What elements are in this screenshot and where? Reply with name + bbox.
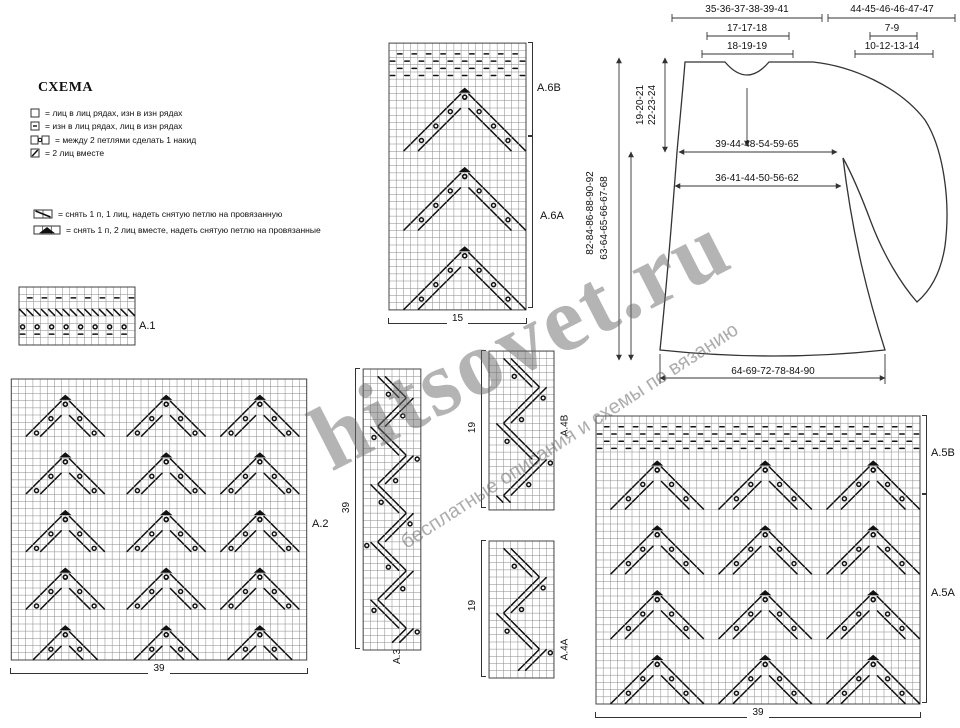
dim-width-body: 35-36-37-38-39-41 [705, 4, 789, 15]
legend-label: = снять 1 п, 1 лиц, надеть снятую петлю … [58, 209, 283, 219]
chart-a5b-bracket [922, 415, 927, 494]
chart-a1-grid [18, 286, 136, 346]
chart-a5a-bracket [922, 494, 927, 703]
chart-a2-grid [10, 378, 308, 661]
chart-a3-label: A.3 [392, 648, 404, 665]
chart-a4a-row-bracket [481, 540, 486, 677]
chart-a3-grid [362, 368, 422, 651]
stitch-count-label: 39 [153, 663, 165, 674]
dim-yoke-depth-2: 22-23-24 [647, 85, 658, 125]
chart-a4a: 19 A.4A [467, 540, 570, 679]
slip-k2tog-pass-icon [33, 225, 61, 235]
chart-a4a-label: A.4A [559, 638, 571, 661]
dim-width-sleeve: 44-45-46-46-47-47 [850, 4, 934, 15]
dim-length-skirt: 63-64-65-66-67-68 [599, 176, 610, 260]
chart-a1: A.1 [18, 286, 156, 346]
legend-item: = лиц в лиц рядах, изн в изн рядах [30, 106, 196, 120]
top-dimensions: 35-36-37-38-39-41 44-45-46-46-47-47 17-1… [671, 4, 956, 58]
legend-item: = между 2 петлями сделать 1 накид [30, 133, 196, 147]
page-title: СХЕМА [38, 80, 94, 95]
legend-basic: = лиц в лиц рядах, изн в изн рядах = изн… [30, 106, 196, 160]
chart-a6-grid [388, 42, 527, 311]
chart-a5b-label: A.5B [931, 447, 955, 459]
bottom-dimension: 64-69-72-78-84-90 [659, 354, 886, 384]
dim-cuff: 10-12-13-14 [865, 41, 920, 52]
garment-schematic: 35-36-37-38-39-41 44-45-46-46-47-47 17-1… [585, 4, 956, 384]
dim-shoulder: 18-19-19 [727, 41, 767, 52]
chart-a4b-label: A.4B [559, 414, 571, 437]
chart-a4b-row-count: 19 [467, 421, 479, 434]
chart-a2: 39 A.2 [10, 378, 329, 674]
legend-item: = снять 1 п, 1 лиц, надеть снятую петлю … [33, 206, 321, 222]
chart-a4a-row-count: 19 [467, 599, 479, 612]
dim-length-total: 82-84-86-88-90-92 [585, 171, 596, 255]
chart-a4b-grid [488, 350, 555, 511]
dim-hem: 64-69-72-78-84-90 [731, 366, 815, 377]
dim-yoke-depth-1: 19-20-21 [635, 85, 646, 125]
legend-label: = 2 лиц вместе [45, 148, 105, 159]
legend-item: = изн в лиц рядах, лиц в изн рядах [30, 120, 196, 134]
chart-a5: 39 A.5B A.5A [595, 415, 955, 718]
legend-item: = снять 1 п, 2 лиц вместе, надеть снятую… [33, 222, 321, 238]
stitch-count-label: 39 [752, 707, 764, 718]
chart-a3: 39 A.3 [341, 368, 422, 664]
chart-a6a-bracket [528, 136, 533, 308]
dim-under-bust: 36-41-44-50-56-62 [715, 173, 799, 184]
yarn-over-icon [30, 135, 50, 145]
dress-outline [659, 61, 948, 357]
k2tog-icon [30, 148, 40, 158]
chart-a4b-row-bracket [481, 350, 486, 508]
chart-a1-label: A.1 [139, 320, 156, 332]
chart-a5a-label: A.5A [931, 587, 955, 599]
chart-a3-row-count: 39 [341, 501, 353, 514]
legend-label: = изн в лиц рядах, лиц в изн рядах [45, 121, 183, 132]
chart-a5-grid [595, 415, 921, 705]
chart-a6b-bracket [528, 42, 533, 136]
legend-item: = 2 лиц вместе [30, 147, 196, 161]
internal-dimensions: 39-44-48-54-59-65 36-41-44-50-56-62 [674, 88, 842, 189]
chart-a4b: 19 A.4B [467, 350, 570, 511]
left-dimensions: 82-84-86-88-90-92 63-64-65-66-67-68 19-2… [585, 57, 668, 361]
chart-a6b-label: A.6B [537, 82, 561, 94]
chart-a6-stitch-count: 15 [388, 314, 527, 324]
chart-a4a-grid [488, 540, 555, 679]
legend-label: = снять 1 п, 2 лиц вместе, надеть снятую… [66, 225, 321, 235]
chart-a6: 15 A.6B A.6A [388, 42, 564, 324]
slip-knit-pass-icon [33, 209, 53, 219]
chart-a2-stitch-count: 39 [10, 664, 308, 674]
legend-advanced: = снять 1 п, 1 лиц, надеть снятую петлю … [33, 206, 321, 238]
legend-label: = лиц в лиц рядах, изн в изн рядах [45, 107, 183, 118]
knit-stitch-icon [30, 108, 40, 118]
chart-a2-label: A.2 [312, 518, 329, 530]
dim-sleeve-edge: 7-9 [885, 23, 900, 34]
chart-a6a-label: A.6A [540, 210, 564, 222]
purl-stitch-icon [30, 121, 40, 131]
chart-a3-row-bracket [355, 368, 360, 649]
dim-neck: 17-17-18 [727, 23, 767, 34]
legend-label: = между 2 петлями сделать 1 накид [55, 134, 197, 145]
dim-bust: 39-44-48-54-59-65 [715, 139, 799, 150]
chart-a5-stitch-count: 39 [595, 708, 921, 718]
stitch-count-label: 15 [451, 313, 464, 324]
